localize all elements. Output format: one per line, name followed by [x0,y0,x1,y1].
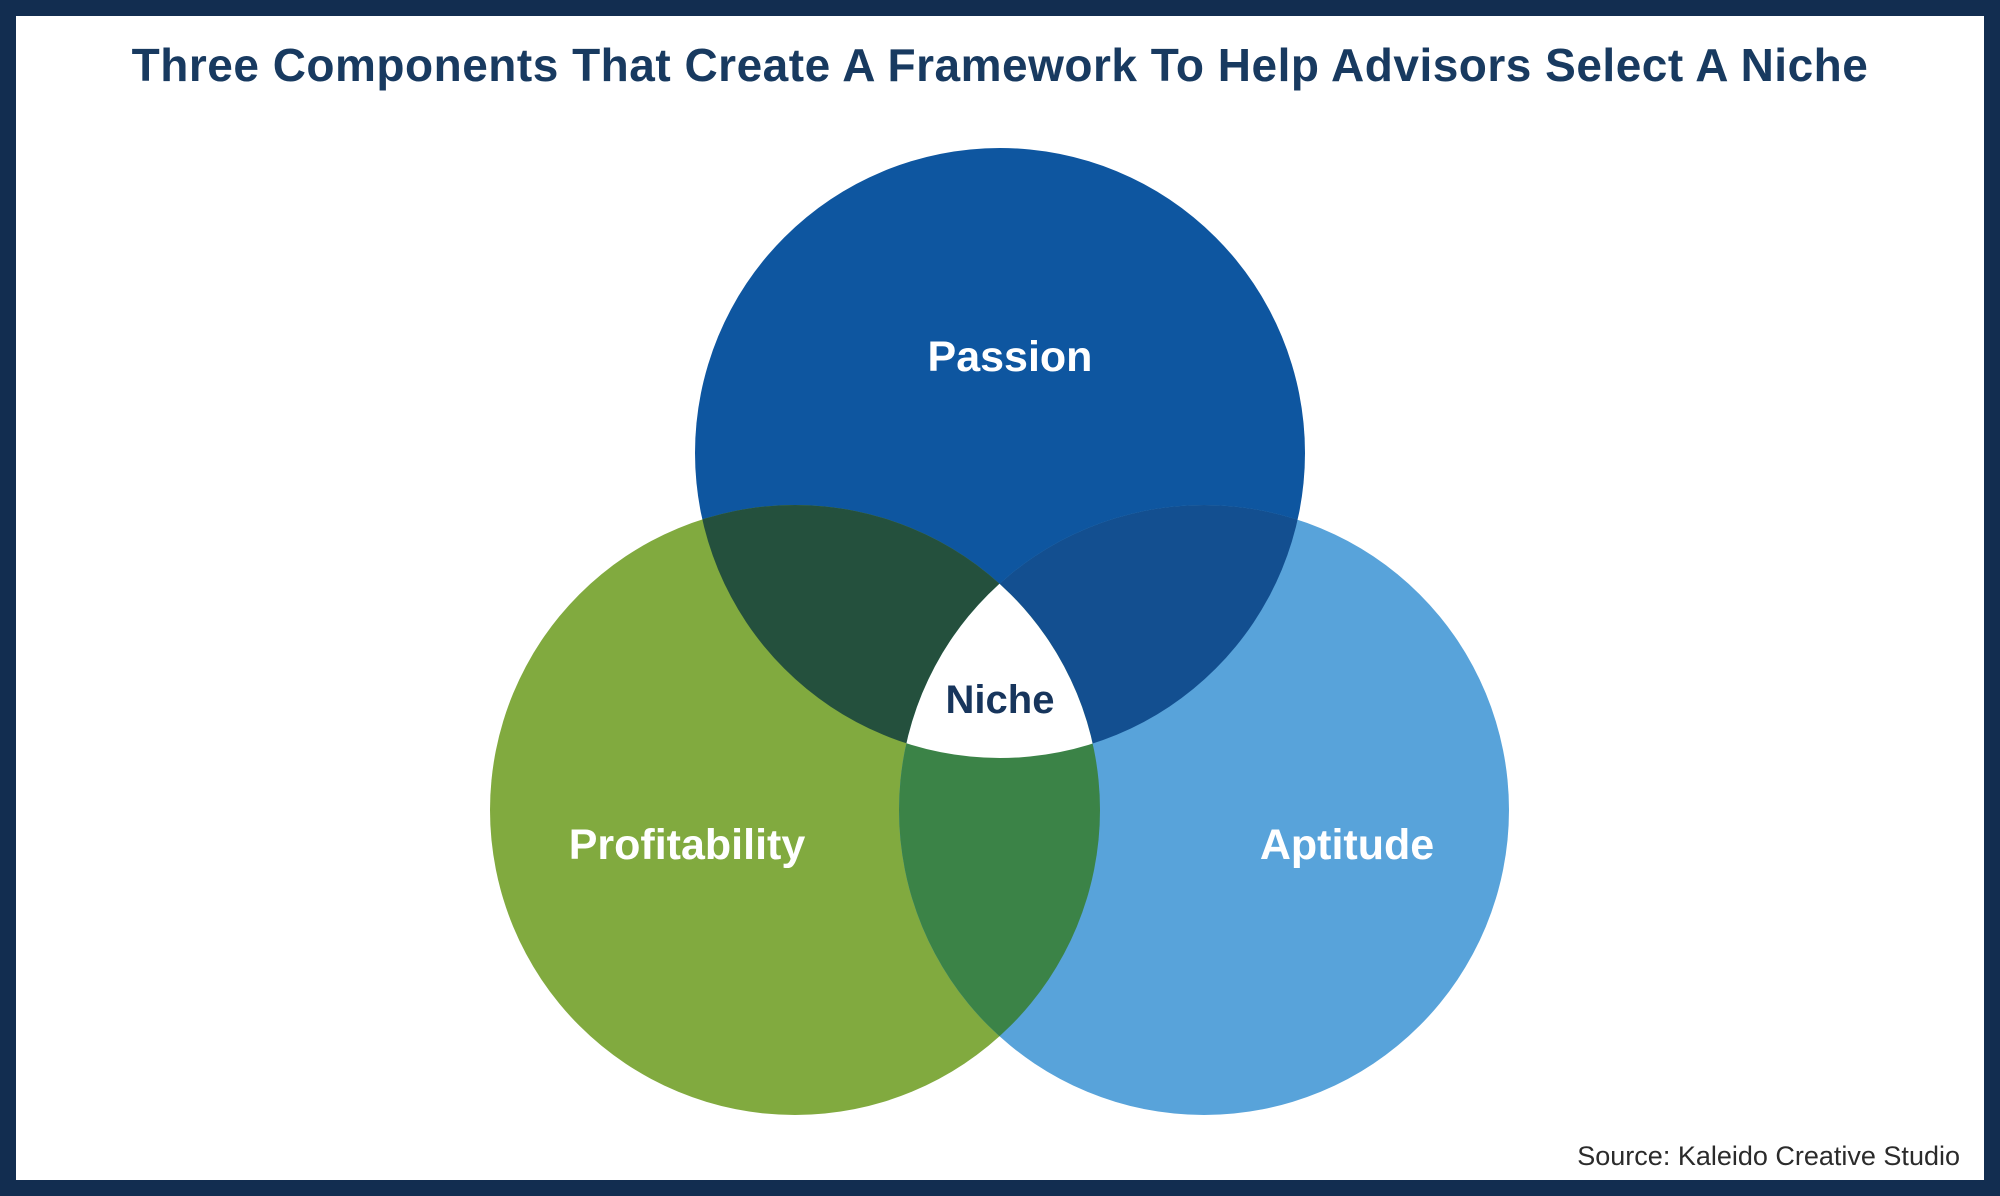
profitability-label: Profitability [569,821,806,869]
passion-label: Passion [928,333,1093,381]
niche-label: Niche [946,678,1055,722]
page-title: Three Components That Create A Framework… [131,39,1869,91]
aptitude-label: Aptitude [1260,821,1434,869]
niche-center-region-shape [899,505,1100,758]
source-attribution: Source: Kaleido Creative Studio [1577,1141,1960,1171]
niche-center-region [899,505,1100,758]
